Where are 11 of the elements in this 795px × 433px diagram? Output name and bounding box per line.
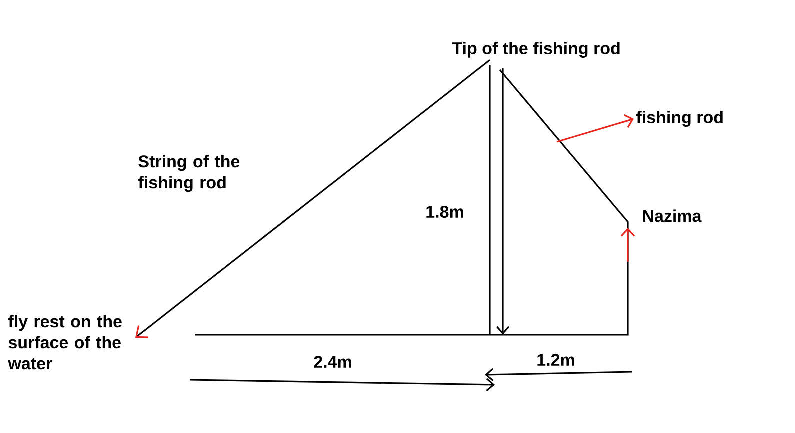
arrow: [135, 60, 490, 338]
dimension-label: 1.8m: [424, 204, 466, 219]
node-label: fishing rod: [636, 111, 723, 127]
node-label: String of the fishing rod: [138, 155, 240, 192]
node-label: Nazima: [643, 210, 702, 222]
node-label: Tip of the fishing rod: [452, 42, 620, 58]
arrow: [620, 228, 636, 262]
dimension-label: 1.2m: [536, 353, 576, 367]
arrow: [556, 114, 634, 143]
dimension-label: 2.4m: [312, 355, 354, 369]
node-label: fly rest on the surface of the water: [8, 315, 122, 370]
